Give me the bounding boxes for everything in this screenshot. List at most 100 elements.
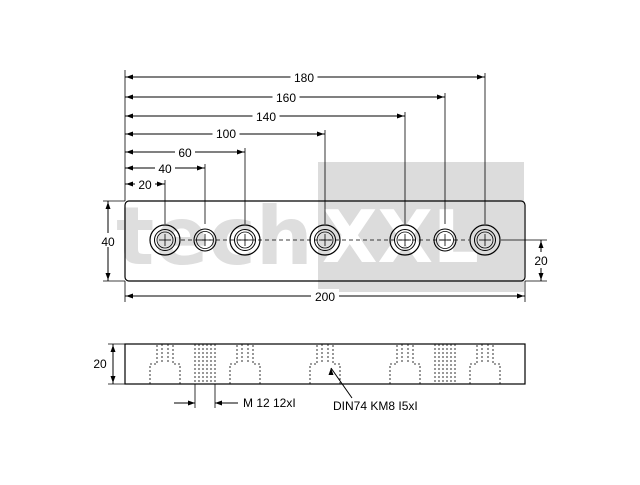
side-hole-thread-160 — [434, 344, 456, 384]
dim-arrow-thickness-top — [110, 345, 116, 352]
dim-arrow-offset-bottom — [538, 273, 544, 280]
watermark-box — [318, 162, 524, 292]
dim-arrow-height-top — [105, 202, 111, 209]
hole-counterbore-140 — [389, 224, 421, 256]
dim-label-40: 40 — [158, 162, 172, 176]
cbore-left — [229, 344, 238, 384]
dim-arrow-right-60 — [237, 149, 244, 155]
thread-outer — [193, 228, 217, 252]
dim-arrow-height-bottom — [105, 273, 111, 280]
dim-arrow-offset-top — [538, 241, 544, 248]
dim-label-bg-160 — [272, 90, 300, 102]
cbore-right — [492, 344, 501, 384]
thread-outer — [433, 228, 457, 252]
hole-bore — [396, 231, 414, 249]
hole-outer-ring — [149, 224, 181, 256]
hole-outer-ring — [469, 224, 501, 256]
hole-inner-ring — [154, 229, 176, 251]
dim-label-thickness: 20 — [93, 357, 107, 371]
watermark-logo: tech XXL — [116, 162, 524, 292]
dim-label-bg-180 — [290, 70, 318, 82]
dim-arrow-left-40 — [126, 165, 133, 171]
dim-arrow-left-180 — [126, 74, 133, 80]
dim-label-140: 140 — [256, 110, 276, 124]
hole-bore — [316, 231, 334, 249]
hole-inner-ring — [394, 229, 416, 251]
hole-inner-ring — [474, 229, 496, 251]
dim-label-bg-100 — [212, 127, 240, 139]
dim-arrow-left-60 — [126, 149, 133, 155]
hole-inner-ring — [234, 229, 256, 251]
hole-counterbore-60 — [229, 224, 261, 256]
hole-bore — [236, 231, 254, 249]
dim-arrow-thickness-bottom — [110, 376, 116, 383]
side-view — [124, 343, 526, 385]
dim-arrow-overall-left — [126, 293, 133, 299]
cbore-left — [389, 344, 398, 384]
side-hole-counterbore-180 — [469, 344, 501, 384]
cbore-left — [469, 344, 478, 384]
dim-label-160: 160 — [276, 91, 296, 105]
hole-inner-ring — [314, 229, 336, 251]
dim-arrow-left-140 — [126, 113, 133, 119]
hole-counterbore-100 — [309, 224, 341, 256]
dim-arrow-right-160 — [437, 94, 444, 100]
watermark-left-text: tech — [116, 190, 313, 283]
dim-arrow-overall-right — [517, 293, 524, 299]
hole-bore — [156, 231, 174, 249]
hole-outer-ring — [229, 224, 261, 256]
hole-counterbore-180 — [469, 224, 501, 256]
dim-label-bg-140 — [252, 109, 280, 121]
side-hole-counterbore-20 — [149, 344, 181, 384]
callout-thread-arrow-l — [188, 400, 195, 406]
dim-label-hole-offset: 20 — [534, 254, 548, 268]
thread-inner — [436, 231, 454, 249]
dim-label-180: 180 — [294, 71, 314, 85]
hole-thread-160 — [433, 228, 457, 252]
dim-arrow-right-140 — [397, 113, 404, 119]
callout-counterbore: DIN74 KM8 I5xI — [333, 399, 418, 413]
dim-label-bg-20 — [135, 177, 155, 189]
dim-label-20: 20 — [138, 178, 152, 192]
dim-label-bg-overall — [311, 289, 339, 301]
side-plate-outline — [124, 343, 526, 385]
callout-cbore-leader — [330, 367, 353, 399]
side-hole-counterbore-60 — [229, 344, 261, 384]
hole-outer-ring — [309, 224, 341, 256]
side-hole-counterbore-140 — [389, 344, 421, 384]
dim-label-bg-60 — [175, 145, 195, 157]
dimension-lines — [98, 70, 551, 408]
dim-arrow-right-20 — [157, 181, 164, 187]
hole-thread-40 — [193, 228, 217, 252]
hole-counterbore-20 — [149, 224, 181, 256]
dim-arrow-right-100 — [317, 131, 324, 137]
top-view — [124, 200, 526, 282]
thread-inner — [196, 231, 214, 249]
dim-label-overall-length: 200 — [315, 290, 335, 304]
dim-label-100: 100 — [216, 127, 236, 141]
dim-arrow-left-20 — [126, 181, 133, 187]
cbore-right — [252, 344, 261, 384]
dim-arrow-left-100 — [126, 131, 133, 137]
callout-thread-arrow-r — [215, 400, 222, 406]
dim-arrow-right-40 — [197, 165, 204, 171]
callout-thread: M 12 12xI — [243, 396, 296, 410]
dimension-labels: 180 160 140 100 60 40 20 200 40 20 20 M … — [93, 71, 548, 413]
dim-label-bg-height — [98, 233, 118, 247]
dim-label-bg-offset — [531, 252, 551, 268]
dim-label-height: 40 — [101, 235, 115, 249]
callout-cbore-arrow — [328, 368, 334, 375]
dim-arrow-right-180 — [477, 74, 484, 80]
cbore-right — [332, 344, 341, 384]
cbore-right — [172, 344, 181, 384]
hole-outer-ring — [389, 224, 421, 256]
hole-bore — [476, 231, 494, 249]
cbore-left — [309, 344, 318, 384]
dim-label-60: 60 — [178, 146, 192, 160]
dim-arrow-left-160 — [126, 94, 133, 100]
cbore-left — [149, 344, 158, 384]
side-hole-thread-40 — [194, 344, 216, 384]
cbore-right — [412, 344, 421, 384]
